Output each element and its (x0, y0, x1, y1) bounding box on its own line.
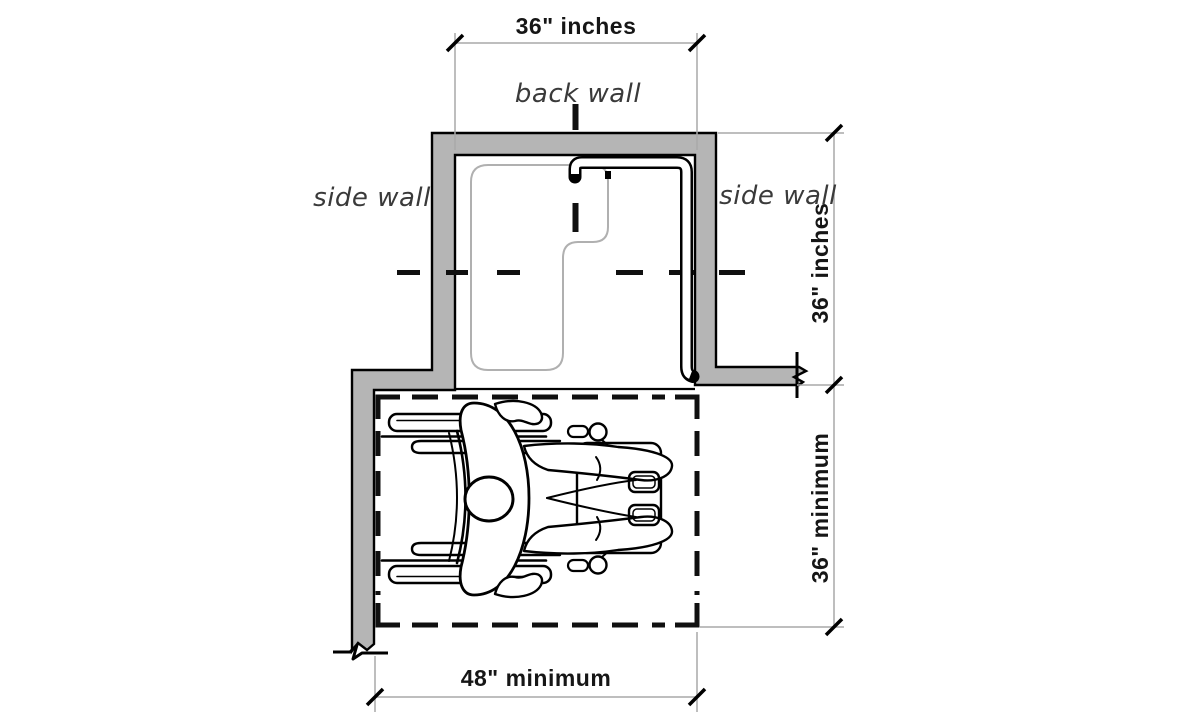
dimension-top: 36" inches (445, 13, 707, 150)
side-dimension-upper-label: 36" inches (807, 203, 833, 324)
grab-bar-bracket (605, 171, 611, 179)
wall-break-bottom (333, 643, 388, 661)
armrest-bottom (410, 541, 562, 557)
armrest-top (410, 439, 562, 455)
top-dimension-label: 36" inches (516, 13, 637, 39)
side-wall-right-label: side wall (719, 181, 837, 211)
arm-bottom (493, 572, 544, 599)
dimension-side: 36" inches 36" minimum (700, 123, 844, 637)
footplate-bottom (627, 503, 661, 527)
clear-floor-corner (675, 394, 700, 419)
grab-bar-tube-outer (568, 156, 700, 383)
caster-wheel-bottom (588, 555, 608, 575)
head (463, 475, 515, 523)
clear-floor-corner (375, 394, 400, 419)
wheelchair-user-icon (380, 399, 674, 599)
grab-bar-tube-inner (571, 158, 693, 379)
tick-icon (365, 687, 385, 707)
footplate-top (627, 470, 661, 494)
grab-bar (568, 156, 700, 383)
clear-floor-corner (675, 603, 700, 628)
caster-fork-top (566, 424, 590, 439)
side-dimension-lower-label: 36" minimum (807, 433, 833, 584)
bottom-dimension-label: 48" minimum (461, 665, 612, 691)
shower-walls (333, 131, 809, 661)
tick-icon (687, 33, 707, 53)
chair-frame (575, 441, 663, 555)
clear-floor-space (375, 394, 700, 628)
tick-icon (824, 123, 844, 143)
knee-line-top (595, 456, 602, 481)
caster-fork-bottom (566, 558, 590, 573)
dimension-bottom: 48" minimum (365, 632, 707, 712)
tick-icon (824, 617, 844, 637)
shower-pan-outline (470, 164, 609, 371)
tick-icon (445, 33, 465, 53)
arm-top (493, 399, 544, 426)
knee-line-bottom (595, 516, 602, 541)
back-wall-label: back wall (515, 79, 641, 109)
tick-icon (687, 687, 707, 707)
tick-icon (824, 375, 844, 395)
clear-floor-corner (375, 603, 400, 628)
side-wall-left-label: side wall (313, 183, 431, 213)
caster-wheel-top (588, 422, 608, 442)
